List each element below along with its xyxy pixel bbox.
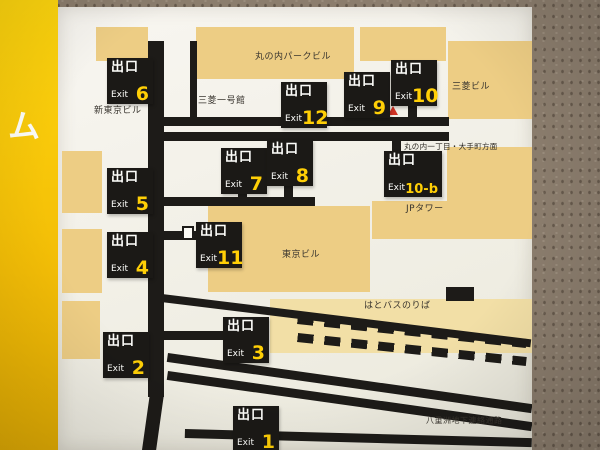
road-main-street-lower <box>157 132 449 141</box>
exit-row: Exit 3 <box>227 341 265 364</box>
exit-en-label: Exit <box>107 364 125 374</box>
exit-sign-11: 出口 Exit 11 <box>196 222 244 268</box>
building-label-tokyo-bldg: 東京ビル <box>282 250 321 260</box>
exit-number: 5 <box>135 192 149 215</box>
direction-label: 丸の内一丁目・大手町方面 <box>404 142 498 151</box>
building-block-mitsubishi <box>448 41 532 119</box>
building-label-mitsubishi-bldg: 三菱ビル <box>452 82 491 92</box>
exit-jp-label: 出口 <box>227 319 256 334</box>
exit-en-label: Exit <box>271 172 289 182</box>
road-stub-exit10 <box>408 104 417 117</box>
exit-row: Exit 7 <box>225 172 263 195</box>
exit-sign-10b: 出口 Exit 10-b <box>384 151 442 197</box>
building-block-left-bottom <box>62 301 100 359</box>
exit-number: 3 <box>251 341 265 364</box>
exit-row: Exit 12 <box>285 108 329 127</box>
exit-en-label: Exit <box>227 349 245 359</box>
exit-sign-5: 出口 Exit 5 <box>107 168 153 214</box>
exit-jp-label: 出口 <box>285 84 314 99</box>
exit-en-label: Exit <box>111 264 129 274</box>
building-block-jp-tower-lower <box>372 201 532 239</box>
partial-frame-character: ム <box>8 107 41 145</box>
building-block-left-mid-2 <box>62 229 102 293</box>
exit-jp-label: 出口 <box>225 150 254 165</box>
exit-number: 4 <box>135 256 149 279</box>
exit-en-label: Exit <box>111 200 129 210</box>
exit-en-label: Exit <box>348 104 366 114</box>
exit-jp-label: 出口 <box>388 153 417 168</box>
exit-jp-label: 出口 <box>237 408 266 423</box>
elevator-box-icon <box>182 226 194 240</box>
exit-sign-2: 出口 Exit 2 <box>103 332 149 378</box>
exit-jp-label: 出口 <box>271 142 300 157</box>
exit-jp-label: 出口 <box>111 234 140 249</box>
exit-row: Exit 5 <box>111 192 149 215</box>
road-north-branch <box>190 41 197 121</box>
exit-guide-map: 丸の内パークビル 三菱一号館 三菱ビル 新東京ビル JPタワー 東京ビル はとバ… <box>58 7 532 450</box>
building-label-shin-tokyo-bldg: 新東京ビル <box>94 106 142 116</box>
exit-row: Exit 8 <box>271 164 309 187</box>
building-label-jp-tower: JPタワー <box>406 204 444 214</box>
building-label-mitsubishi-ichigokan: 三菱一号館 <box>198 96 246 106</box>
exit-en-label: Exit <box>285 114 303 124</box>
exit-jp-label: 出口 <box>111 170 140 185</box>
exit-jp-label: 出口 <box>348 74 377 89</box>
exit-en-label: Exit <box>225 180 243 190</box>
exit-en-label: Exit <box>237 438 255 448</box>
exit-number: 11 <box>217 246 244 269</box>
road-corridor-tail <box>141 393 164 450</box>
exit-row: Exit 11 <box>200 248 244 267</box>
current-location-marker-icon <box>388 106 398 115</box>
exit-number: 1 <box>261 430 275 450</box>
building-block-left-mid-1 <box>62 151 102 213</box>
exit-sign-1: 出口 Exit 1 <box>233 406 279 450</box>
road-exit7-8 <box>160 197 315 206</box>
exit-sign-7: 出口 Exit 7 <box>221 148 267 194</box>
exit-row: Exit 2 <box>107 356 145 379</box>
exit-number: 2 <box>131 356 145 379</box>
exit-row: Exit 1 <box>237 430 275 450</box>
exit-sign-8: 出口 Exit 8 <box>267 140 313 186</box>
exit-row: Exit 6 <box>111 82 149 105</box>
exit-row: Exit 9 <box>348 96 386 119</box>
exit-en-label: Exit <box>200 254 218 264</box>
exit-en-label: Exit <box>388 183 406 193</box>
road-stub-exit7 <box>238 192 247 197</box>
exit-jp-label: 出口 <box>200 224 229 239</box>
exit-en-label: Exit <box>395 92 413 102</box>
exit-sign-6: 出口 Exit 6 <box>107 58 153 104</box>
road-main-corridor <box>148 41 164 397</box>
building-block-top-left <box>96 27 148 61</box>
exit-sign-9: 出口 Exit 9 <box>344 72 390 118</box>
building-block-top-right <box>360 27 446 61</box>
exit-number: 9 <box>372 96 386 119</box>
exit-en-label: Exit <box>111 90 129 100</box>
exit-row: Exit 10 <box>395 86 439 105</box>
sign-yellow-frame: ム <box>0 0 58 450</box>
building-label-yaesu-passage: 八重洲地下連絡通路 <box>426 416 503 425</box>
road-exit3 <box>164 331 224 340</box>
structure-bus-area-block <box>446 287 474 301</box>
road-stub-exit8 <box>284 184 293 197</box>
exit-sign-4: 出口 Exit 4 <box>107 232 153 278</box>
road-exit11 <box>164 231 198 240</box>
exit-number: 8 <box>295 164 309 187</box>
exit-sign-10: 出口 Exit 10 <box>391 60 439 106</box>
exit-sign-12: 出口 Exit 12 <box>281 82 329 128</box>
building-block-marunouchi-park <box>196 27 354 79</box>
exit-jp-label: 出口 <box>111 60 140 75</box>
exit-number: 6 <box>135 82 149 105</box>
exit-row: Exit 4 <box>111 256 149 279</box>
exit-sign-3: 出口 Exit 3 <box>223 317 269 363</box>
exit-number: 7 <box>249 172 263 195</box>
road-stub-exit10b <box>392 141 401 151</box>
exit-jp-label: 出口 <box>395 62 424 77</box>
exit-number: 10 <box>412 84 439 107</box>
building-label-marunouchi-park-bldg: 丸の内パークビル <box>255 52 332 62</box>
building-label-hato-bus-stop: はとバスのりば <box>364 301 431 311</box>
exit-row: Exit 10-b <box>388 181 438 197</box>
exit-number: 10-b <box>405 181 438 197</box>
exit-number: 12 <box>302 106 329 129</box>
exit-jp-label: 出口 <box>107 334 136 349</box>
